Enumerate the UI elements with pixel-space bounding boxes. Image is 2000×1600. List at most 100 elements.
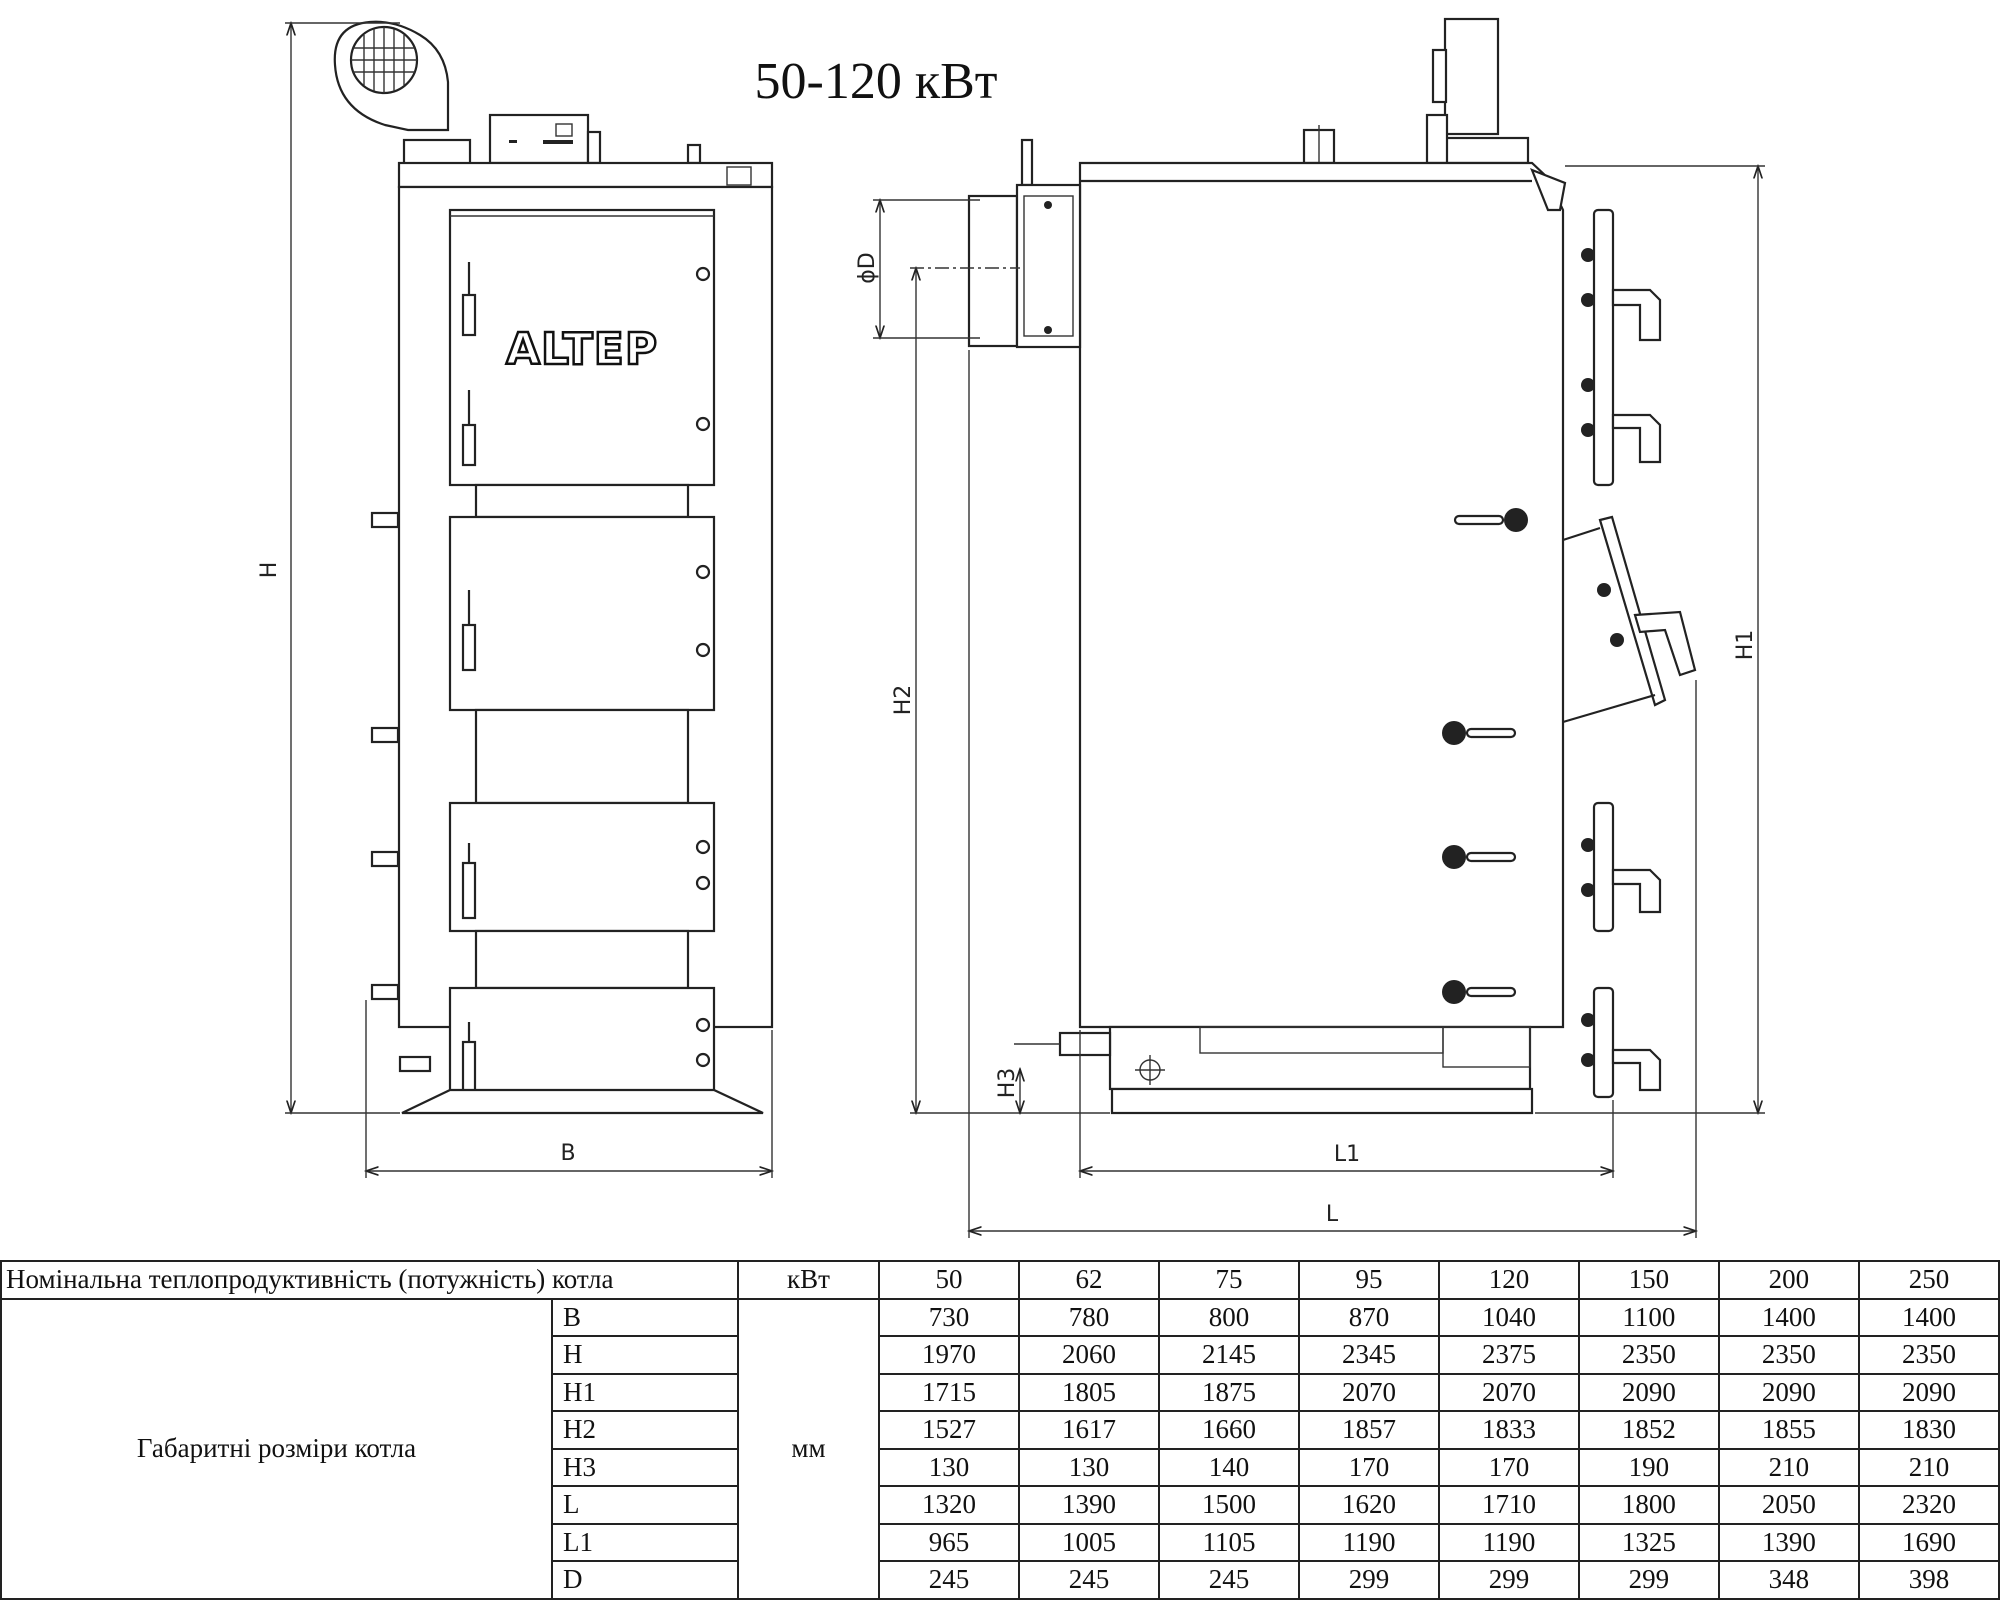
- header-unit: кВт: [737, 1260, 881, 1300]
- value-cell: 2320: [1857, 1485, 2000, 1525]
- side-view: ϕD H2 H3 H1 L1 L: [855, 17, 1765, 1238]
- value-cell: 1527: [878, 1410, 1020, 1450]
- value-cell: 1857: [1297, 1410, 1440, 1450]
- value-cell: 2070: [1437, 1372, 1580, 1412]
- dim-label-h3: H3: [995, 1068, 1020, 1099]
- dim-label-b: B: [560, 1141, 575, 1166]
- front-view: ALTEP H B: [257, 20, 772, 1178]
- fan-motor: [1443, 17, 1500, 136]
- power-cell: 62: [1018, 1260, 1160, 1300]
- value-cell: 1710: [1437, 1485, 1580, 1525]
- value-cell: 2090: [1577, 1372, 1720, 1412]
- value-cell: 2060: [1018, 1335, 1160, 1375]
- power-range-title: 50-120 кВт: [755, 53, 998, 110]
- value-cell: 245: [1018, 1560, 1160, 1600]
- value-cell: 1390: [1018, 1485, 1160, 1525]
- peepholes: [1442, 508, 1528, 1004]
- value-cell: 1190: [1297, 1522, 1440, 1562]
- power-cell: 95: [1297, 1260, 1440, 1300]
- dim-label-l: L: [1326, 1202, 1339, 1227]
- value-cell: 1855: [1717, 1410, 1860, 1450]
- controller: [488, 113, 602, 165]
- value-cell: 299: [1297, 1560, 1440, 1600]
- value-cell: 1100: [1577, 1297, 1720, 1337]
- value-cell: 130: [878, 1447, 1020, 1487]
- power-cell: 120: [1437, 1260, 1580, 1300]
- value-cell: 1970: [878, 1335, 1020, 1375]
- flue-pipe: [967, 194, 1019, 348]
- value-cell: 245: [878, 1560, 1020, 1600]
- value-cell: 210: [1717, 1447, 1860, 1487]
- value-cell: 1852: [1577, 1410, 1720, 1450]
- value-cell: 2350: [1717, 1335, 1860, 1375]
- connection-pipes: [370, 511, 432, 1073]
- value-cell: 170: [1297, 1447, 1440, 1487]
- dim-label-h1: H1: [1733, 630, 1758, 661]
- value-cell: 2375: [1437, 1335, 1580, 1375]
- power-cell: 250: [1857, 1260, 2000, 1300]
- value-cell: 2345: [1297, 1335, 1440, 1375]
- dimension-name: H: [550, 1335, 740, 1375]
- dimension-name: L: [550, 1485, 740, 1525]
- dimension-name: H2: [550, 1410, 740, 1450]
- value-cell: 1400: [1857, 1297, 2000, 1337]
- base: [401, 1088, 764, 1115]
- value-cell: 2350: [1857, 1335, 2000, 1375]
- value-cell: 1400: [1717, 1297, 1860, 1337]
- power-cell: 200: [1717, 1260, 1860, 1300]
- value-cell: 1800: [1577, 1485, 1720, 1525]
- value-cell: 1105: [1157, 1522, 1300, 1562]
- value-cell: 348: [1717, 1560, 1860, 1600]
- value-cell: 245: [1157, 1560, 1300, 1600]
- value-cell: 1390: [1717, 1522, 1860, 1562]
- value-cell: 1833: [1437, 1410, 1580, 1450]
- value-cell: 299: [1437, 1560, 1580, 1600]
- dimension-name: H3: [550, 1447, 740, 1487]
- dim-label-h: H: [257, 562, 282, 579]
- value-cell: 1005: [1018, 1522, 1160, 1562]
- dimension-name: H1: [550, 1372, 740, 1412]
- power-cell: 75: [1157, 1260, 1300, 1300]
- header-label: Номінальна теплопродуктивність (потужніс…: [0, 1260, 740, 1300]
- dim-label-l1: L1: [1334, 1142, 1360, 1167]
- value-cell: 1830: [1857, 1410, 2000, 1450]
- value-cell: 190: [1577, 1447, 1720, 1487]
- value-cell: 2350: [1577, 1335, 1720, 1375]
- value-cell: 1040: [1437, 1297, 1580, 1337]
- dim-label-d: ϕD: [855, 252, 880, 283]
- power-cell: 150: [1577, 1260, 1720, 1300]
- value-cell: 299: [1577, 1560, 1720, 1600]
- value-cell: 1715: [878, 1372, 1020, 1412]
- power-cell: 50: [878, 1260, 1020, 1300]
- value-cell: 1325: [1577, 1522, 1720, 1562]
- sensor: [686, 143, 702, 165]
- dim-label-h2: H2: [891, 685, 916, 716]
- value-cell: 780: [1018, 1297, 1160, 1337]
- dimension-name: B: [550, 1297, 740, 1337]
- group-unit: мм: [737, 1297, 881, 1600]
- value-cell: 730: [878, 1297, 1020, 1337]
- blower-fan: [333, 20, 472, 166]
- value-cell: 1500: [1157, 1485, 1300, 1525]
- dimension-name: L1: [550, 1522, 740, 1562]
- value-cell: 130: [1018, 1447, 1160, 1487]
- value-cell: 2050: [1717, 1485, 1860, 1525]
- value-cell: 170: [1437, 1447, 1580, 1487]
- value-cell: 2145: [1157, 1335, 1300, 1375]
- value-cell: 965: [878, 1522, 1020, 1562]
- value-cell: 1320: [878, 1485, 1020, 1525]
- value-cell: 1617: [1018, 1410, 1160, 1450]
- value-cell: 1875: [1157, 1372, 1300, 1412]
- table-header-row: Номінальна теплопродуктивність (потужніс…: [0, 1260, 2000, 1300]
- value-cell: 870: [1297, 1297, 1440, 1337]
- value-cell: 2070: [1297, 1372, 1440, 1412]
- side-doors: [1562, 208, 1697, 1099]
- brand-logo: ALTEP: [506, 324, 658, 375]
- boiler-technical-drawing: 50-120 кВт: [257, 17, 1765, 1238]
